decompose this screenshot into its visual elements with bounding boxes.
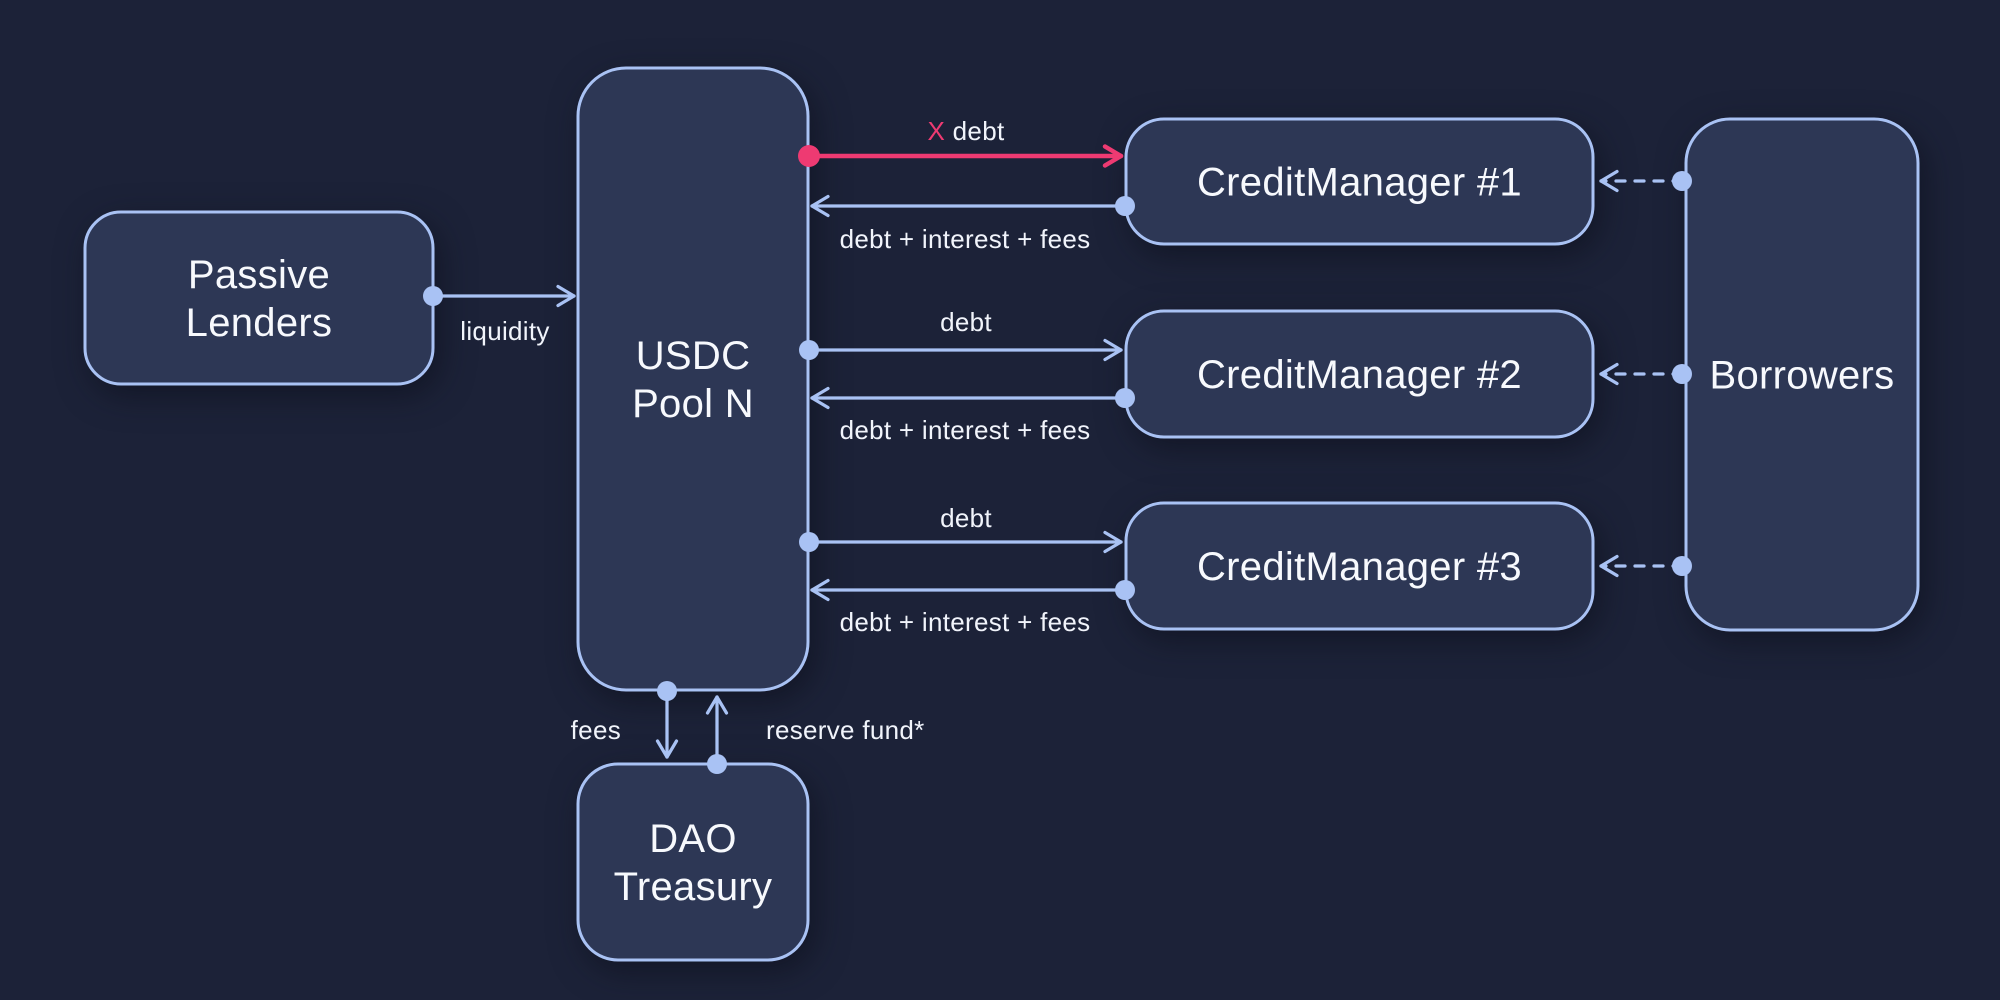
repay-1-origin-dot — [1115, 196, 1135, 216]
fees-origin-dot — [657, 681, 677, 701]
fees-label: fees — [571, 715, 621, 745]
repay-2-arrowhead-icon — [810, 386, 830, 410]
credit-manager-3-label-line: CreditManager #3 — [1197, 545, 1522, 589]
fees-arrowhead-icon — [655, 739, 679, 759]
debt-3-label-part: debt — [940, 503, 992, 533]
repay-1-label: debt + interest + fees — [840, 224, 1091, 254]
borrowers-label-line: Borrowers — [1710, 354, 1895, 398]
usdc-pool-box — [576, 66, 810, 692]
repay-3-label-part: debt + interest + fees — [840, 607, 1091, 637]
x-debt-label: X debt — [928, 116, 1005, 146]
x-debt-arrow: X debt — [798, 116, 1124, 168]
dao-treasury-box — [576, 762, 810, 962]
credit-manager-2-label-line: CreditManager #2 — [1197, 353, 1522, 397]
credit-manager-2-box — [1124, 309, 1595, 439]
borrow-2-origin-dot — [1672, 364, 1692, 384]
dao-treasury-label-line: DAO — [649, 817, 737, 861]
borrow-2-arrow — [1599, 362, 1692, 386]
borrowers-node: Borrowers — [1684, 117, 1920, 632]
credit-manager-3-label: CreditManager #3 — [1197, 545, 1522, 589]
credit-manager-1-label-line: CreditManager #1 — [1197, 161, 1522, 205]
credit-manager-2-label: CreditManager #2 — [1197, 353, 1522, 397]
dao-treasury-label-line: Treasury — [614, 865, 773, 909]
borrowers-label: Borrowers — [1710, 354, 1895, 398]
credit-manager-2-node: CreditManager #2 — [1124, 309, 1595, 439]
debt-3-arrow: debt — [799, 503, 1123, 554]
x-debt-label-part: X — [928, 116, 953, 146]
repay-1-arrowhead-icon — [810, 194, 830, 218]
reserve-fund-label-part: reserve fund* — [766, 715, 925, 745]
reserve-fund-origin-dot — [707, 754, 727, 774]
borrow-1-arrowhead-icon — [1599, 169, 1619, 193]
debt-2-arrowhead-icon — [1103, 338, 1123, 362]
borrow-3-origin-dot — [1672, 556, 1692, 576]
credit-manager-1-node: CreditManager #1 — [1124, 117, 1595, 246]
debt-2-label: debt — [940, 307, 992, 337]
reserve-fund-label: reserve fund* — [766, 715, 925, 745]
usdc-pool-label-line: Pool N — [632, 382, 754, 426]
liquidity-arrow: liquidity — [423, 284, 576, 346]
borrow-1-arrow — [1599, 169, 1692, 193]
reserve-fund-arrow: reserve fund* — [705, 695, 925, 774]
debt-2-origin-dot — [799, 340, 819, 360]
repay-1-arrow: debt + interest + fees — [810, 194, 1135, 254]
liquidity-label: liquidity — [460, 316, 549, 346]
repay-3-origin-dot — [1115, 580, 1135, 600]
credit-manager-3-node: CreditManager #3 — [1124, 501, 1595, 631]
repay-2-label: debt + interest + fees — [840, 415, 1091, 445]
debt-3-arrowhead-icon — [1103, 530, 1123, 554]
debt-2-arrow: debt — [799, 307, 1123, 362]
repay-2-label-part: debt + interest + fees — [840, 415, 1091, 445]
reserve-fund-arrowhead-icon — [705, 695, 729, 715]
x-debt-origin-dot — [798, 145, 820, 167]
repay-2-arrow: debt + interest + fees — [810, 386, 1135, 445]
liquidity-origin-dot — [423, 286, 443, 306]
borrow-2-arrowhead-icon — [1599, 362, 1619, 386]
debt-3-label: debt — [940, 503, 992, 533]
repay-3-label: debt + interest + fees — [840, 607, 1091, 637]
borrow-1-origin-dot — [1672, 171, 1692, 191]
repay-3-arrow: debt + interest + fees — [810, 578, 1135, 637]
repay-2-origin-dot — [1115, 388, 1135, 408]
borrow-3-arrow — [1599, 554, 1692, 578]
fees-label-part: fees — [571, 715, 621, 745]
debt-2-label-part: debt — [940, 307, 992, 337]
fees-arrow: fees — [571, 681, 679, 759]
passive-lenders-label-line: Lenders — [186, 301, 333, 345]
liquidity-arrowhead-icon — [556, 284, 576, 308]
credit-manager-3-box — [1124, 501, 1595, 631]
passive-lenders-label-line: Passive — [188, 253, 330, 297]
repay-3-arrowhead-icon — [810, 578, 830, 602]
x-debt-label-part: debt — [953, 116, 1005, 146]
credit-manager-1-box — [1124, 117, 1595, 246]
repay-1-label-part: debt + interest + fees — [840, 224, 1091, 254]
usdc-pool-label-line: USDC — [636, 334, 751, 378]
debt-3-origin-dot — [799, 532, 819, 552]
credit-manager-1-label: CreditManager #1 — [1197, 161, 1522, 205]
borrow-3-arrowhead-icon — [1599, 554, 1619, 578]
passive-lenders-box — [83, 210, 435, 386]
liquidity-label-part: liquidity — [460, 316, 549, 346]
x-debt-arrowhead-icon — [1102, 144, 1124, 168]
